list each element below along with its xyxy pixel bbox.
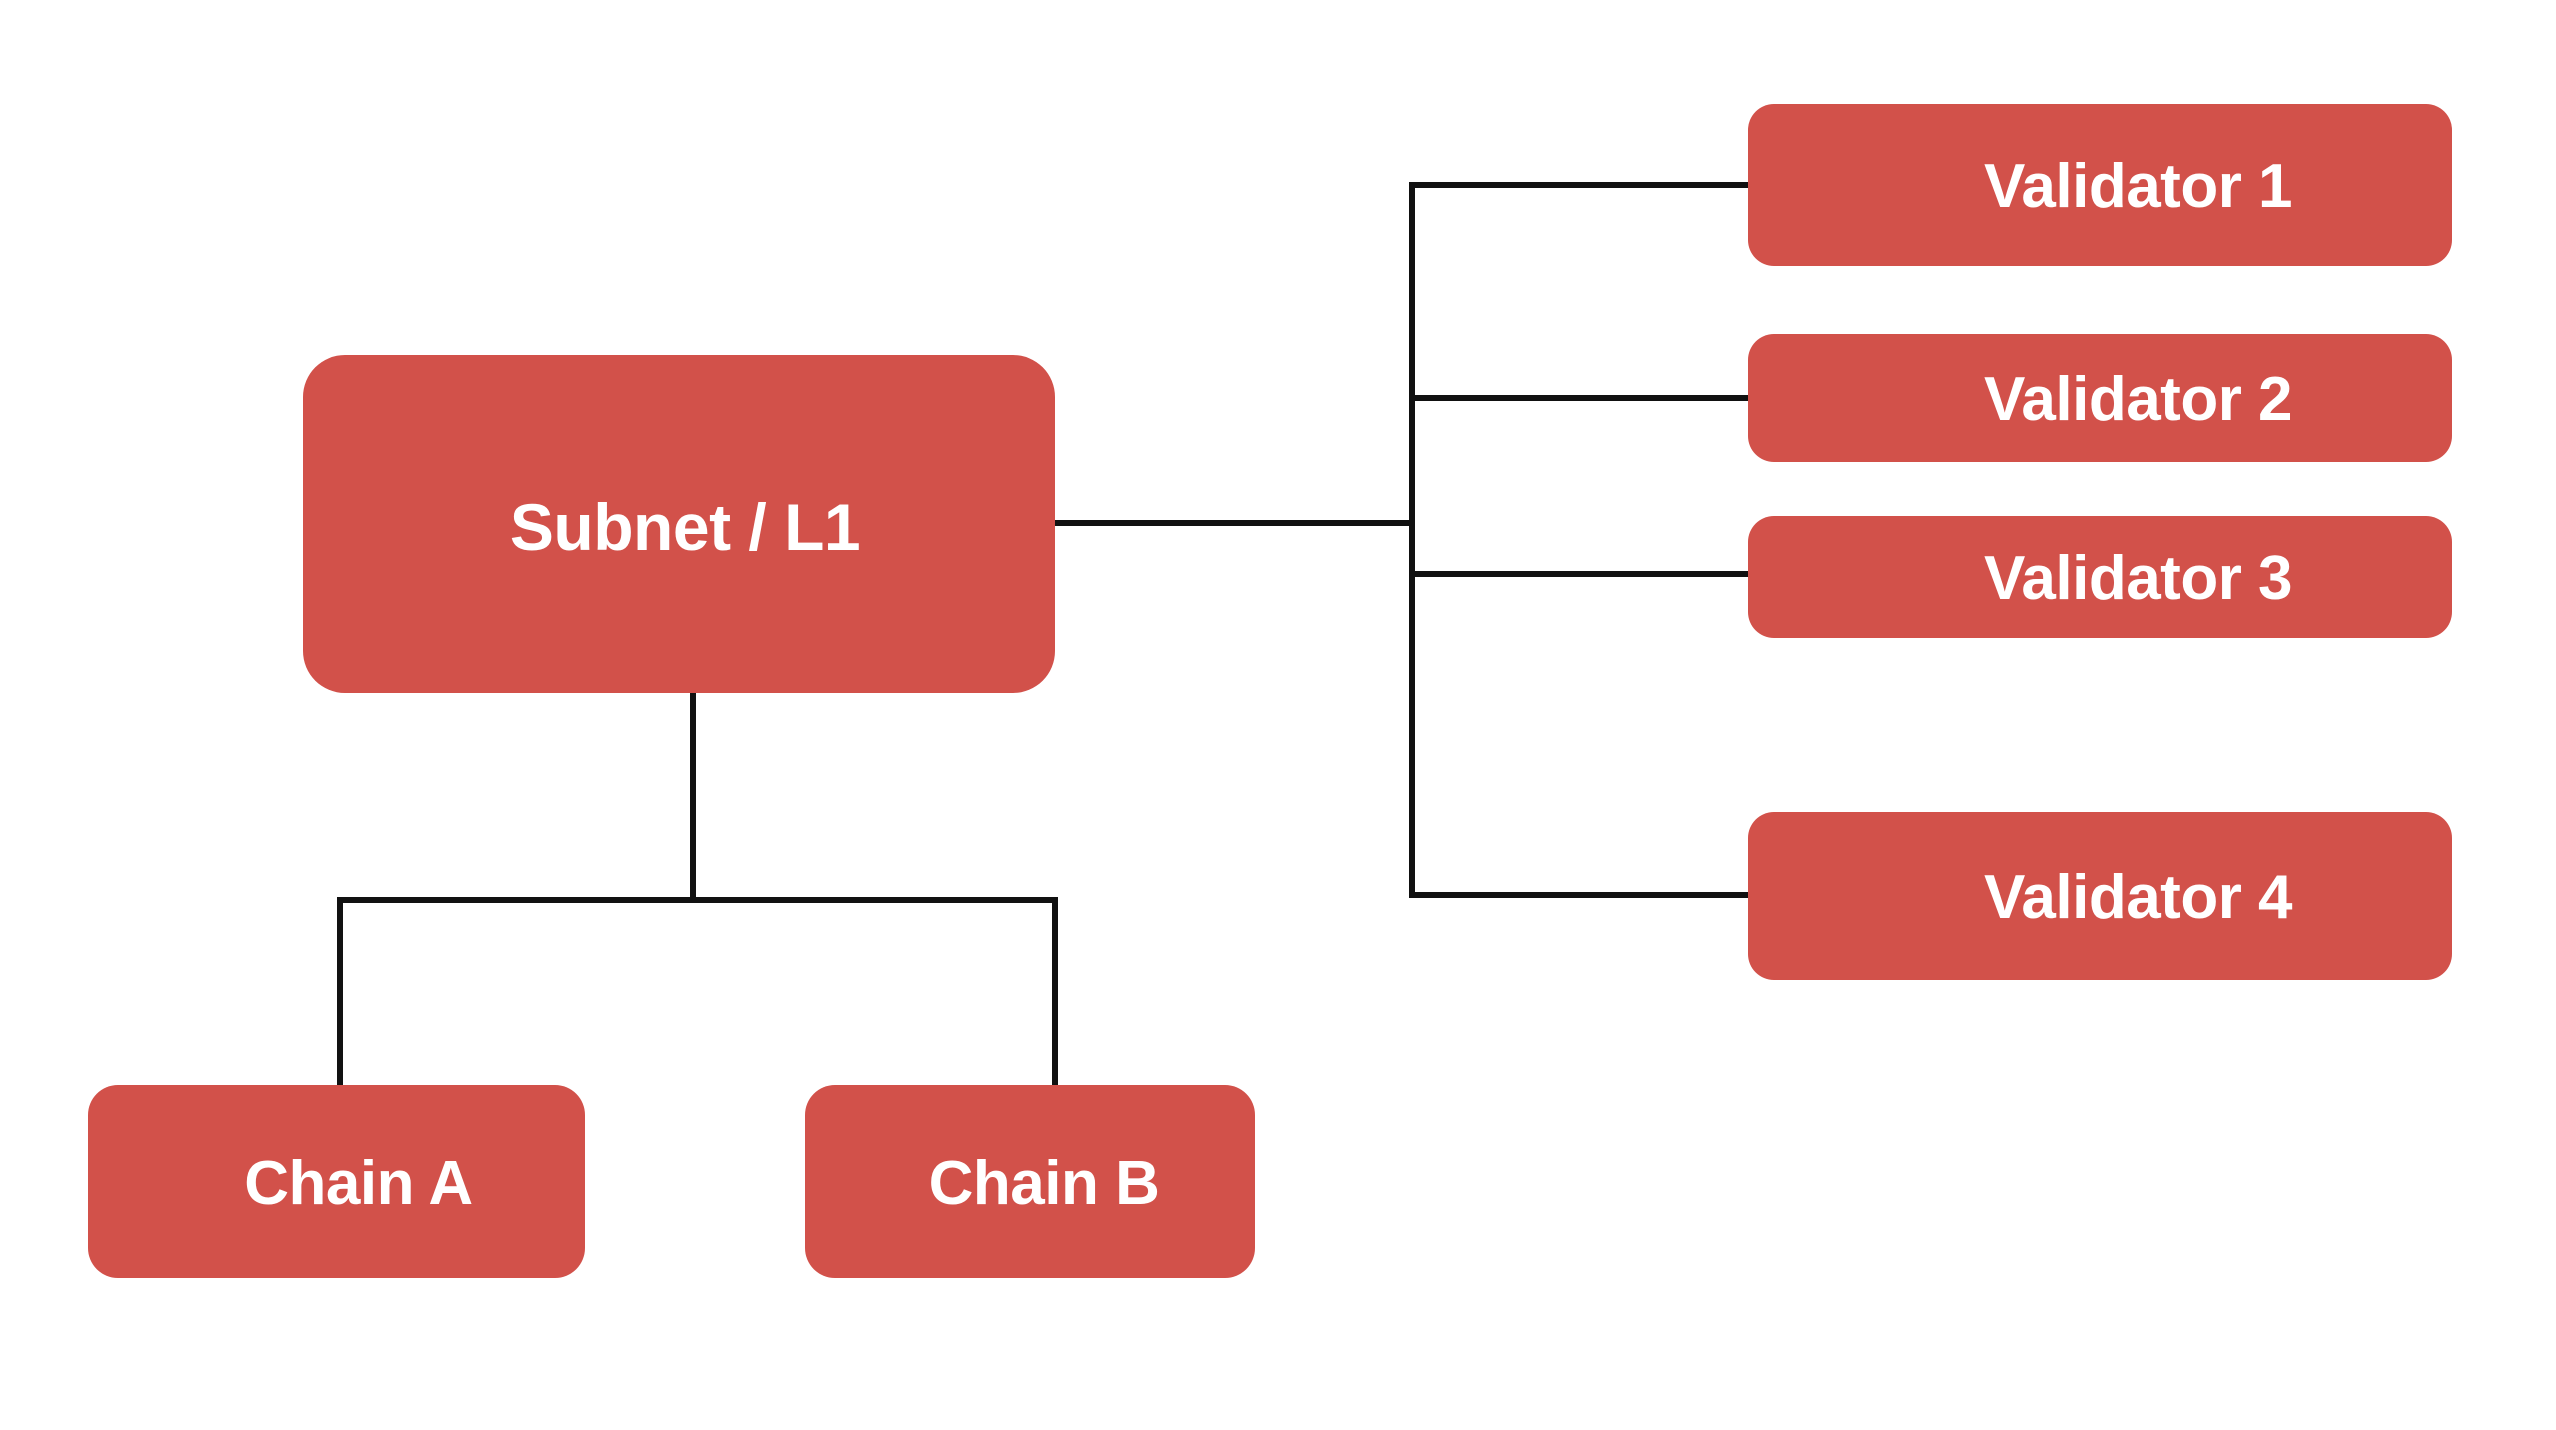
- node-validator-4-label: Validator 4: [1983, 863, 2293, 932]
- node-validator-3-label: Validator 3: [1983, 544, 2293, 613]
- node-validator-3[interactable]: Validator 3: [1748, 516, 2452, 638]
- node-validator-4[interactable]: Validator 4: [1748, 812, 2452, 980]
- node-subnet-l1[interactable]: Subnet / L1: [303, 355, 1055, 693]
- node-chain-a-label: Chain A: [244, 1148, 473, 1218]
- node-subnet-l1-label: Subnet / L1: [509, 490, 861, 564]
- node-chain-b[interactable]: Chain B: [805, 1085, 1255, 1278]
- node-validator-1[interactable]: Validator 1: [1748, 104, 2452, 266]
- node-chain-b-label: Chain B: [928, 1148, 1160, 1218]
- node-validator-2-label: Validator 2: [1983, 365, 2293, 434]
- node-chain-a[interactable]: Chain A: [88, 1085, 585, 1278]
- node-validator-1-label: Validator 1: [1983, 152, 2293, 221]
- node-validator-2[interactable]: Validator 2: [1748, 334, 2452, 462]
